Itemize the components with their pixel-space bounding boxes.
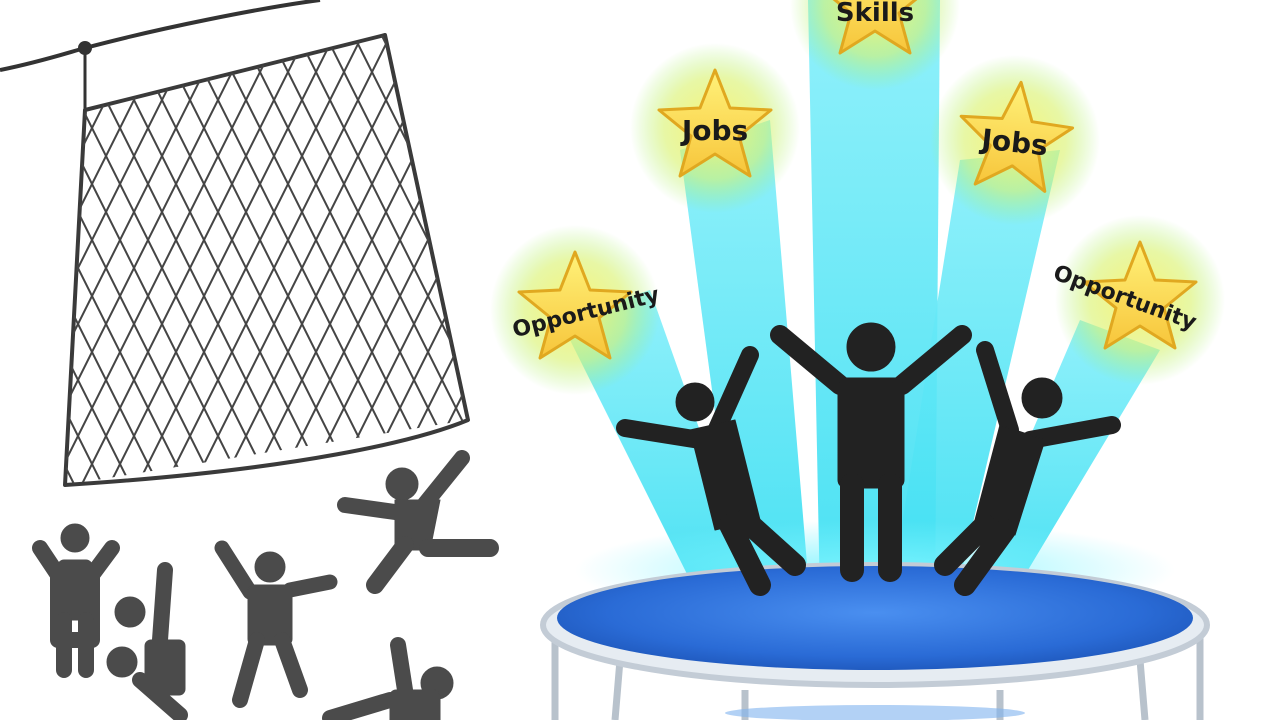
star-jobs-left: Jobs	[630, 43, 800, 213]
net-strand	[287, 35, 468, 485]
falling-person	[214, 540, 338, 708]
net-strand	[119, 35, 381, 485]
star-skills: Skills	[790, 0, 960, 90]
net-strand	[251, 35, 468, 485]
falling-person	[106, 562, 188, 720]
net-strand	[65, 35, 325, 485]
net-strand	[65, 35, 121, 485]
net-frame	[63, 33, 470, 487]
net-strand	[279, 35, 468, 485]
trampoline	[540, 520, 1210, 720]
net-strand	[65, 35, 149, 485]
net-strand	[65, 35, 233, 485]
net-strand	[65, 35, 269, 485]
beam-jobs-right	[890, 150, 1060, 600]
net-strand	[65, 35, 185, 485]
star-jobs-right-label: Jobs	[978, 122, 1049, 162]
net-strand	[0, 0, 16, 520]
jumping-person-left	[616, 346, 806, 596]
jumping-person-center	[770, 322, 972, 582]
net-rope	[0, 0, 321, 72]
net-strand	[0, 0, 8, 520]
net-strand	[65, 35, 213, 485]
falling-person	[337, 450, 499, 594]
net-strand	[65, 35, 73, 485]
net-strand	[65, 35, 241, 485]
net-strand	[0, 0, 44, 520]
net-strand	[175, 35, 437, 485]
trampoline-mat	[557, 566, 1193, 670]
falling-person	[32, 523, 120, 678]
falling-person	[322, 637, 454, 720]
net-strand	[0, 0, 64, 520]
net-strand	[139, 35, 401, 485]
net-strand	[147, 35, 409, 485]
net-strand	[65, 35, 297, 485]
net-strand	[259, 35, 468, 485]
net-strand	[65, 35, 177, 485]
star-jobs-left-label: Jobs	[680, 114, 748, 147]
jumping-people	[616, 322, 1121, 596]
achievement-stars: Skills Jobs Jobs Opportunity Opportunity	[490, 0, 1225, 395]
jumping-person-right	[934, 341, 1121, 596]
net-strand	[91, 35, 353, 485]
star-jobs-right: Jobs	[930, 55, 1100, 225]
star-skills-label: Skills	[836, 0, 914, 28]
star-opportunity-left: Opportunity	[490, 225, 662, 395]
star-opportunity-right: Opportunity	[1050, 215, 1225, 385]
net-strand	[223, 35, 468, 485]
net-strand	[167, 35, 429, 485]
net-strand	[65, 35, 261, 485]
net-strand	[0, 0, 36, 520]
falling-people	[32, 450, 499, 720]
